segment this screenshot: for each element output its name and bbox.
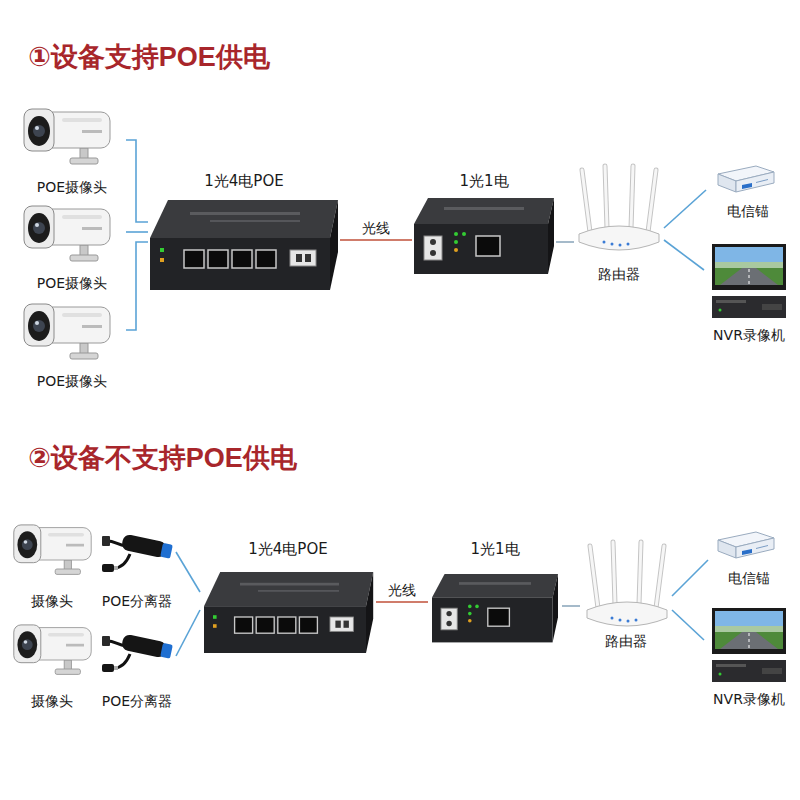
camera-picture bbox=[24, 304, 110, 359]
cable-connector bbox=[176, 552, 200, 592]
device-label: 1光1电 bbox=[470, 540, 519, 558]
cable-connector bbox=[664, 190, 706, 228]
cable-line bbox=[672, 560, 708, 596]
device-label: 路由器 bbox=[598, 266, 640, 283]
device-label: POE摄像头 bbox=[37, 373, 107, 390]
splitter-picture bbox=[102, 534, 173, 572]
device-label: 1光1电 bbox=[459, 172, 508, 190]
device-label: POE分离器 bbox=[102, 593, 172, 610]
device-node: 1光4电POE bbox=[148, 172, 340, 292]
router-picture bbox=[587, 542, 667, 626]
device-node: 摄像头 bbox=[8, 518, 96, 610]
cable-line bbox=[664, 190, 706, 228]
cable-line bbox=[176, 610, 200, 656]
cable-line bbox=[562, 605, 580, 607]
cable-line bbox=[664, 240, 704, 270]
device-node: POE摄像头 bbox=[18, 298, 126, 390]
device-label: POE摄像头 bbox=[37, 179, 107, 196]
camera-picture bbox=[14, 525, 91, 575]
device-node: 路由器 bbox=[574, 165, 664, 283]
splitter-picture bbox=[102, 634, 173, 672]
cable-connector bbox=[126, 242, 148, 330]
cable-connector bbox=[126, 232, 148, 233]
cable-label: 光线 bbox=[386, 582, 418, 599]
device-label: 电信锚 bbox=[727, 203, 769, 220]
switch-picture bbox=[204, 572, 373, 653]
cable-line bbox=[672, 610, 704, 640]
cable-connector bbox=[376, 602, 428, 603]
switch-picture bbox=[150, 200, 338, 290]
section-heading: ①设备支持POE供电 bbox=[28, 40, 270, 74]
cable-connector bbox=[126, 140, 148, 222]
cable-line bbox=[376, 601, 428, 603]
cable-line bbox=[340, 239, 412, 241]
cable-connector bbox=[562, 606, 580, 607]
device-node: 1光4电POE bbox=[200, 540, 376, 658]
router-picture bbox=[579, 166, 659, 250]
device-label: POE摄像头 bbox=[37, 275, 107, 292]
modem-picture bbox=[718, 166, 774, 192]
device-node: 1光1电 bbox=[428, 540, 562, 650]
device-node: POE摄像头 bbox=[18, 104, 126, 196]
cable-connector bbox=[672, 560, 708, 596]
section-heading: ②设备不支持POE供电 bbox=[28, 441, 297, 475]
device-node: POE分离器 bbox=[98, 622, 176, 710]
cable-line bbox=[556, 241, 574, 243]
device-label: NVR录像机 bbox=[713, 691, 785, 708]
device-label: 电信锚 bbox=[728, 570, 770, 587]
converter-picture bbox=[432, 574, 558, 642]
camera-picture bbox=[24, 206, 110, 261]
cable-connector bbox=[340, 240, 412, 241]
cable-line bbox=[176, 552, 200, 592]
device-node: POE摄像头 bbox=[18, 200, 126, 292]
nvr-picture bbox=[712, 608, 786, 682]
device-node: POE分离器 bbox=[98, 522, 176, 610]
camera-picture bbox=[14, 625, 91, 675]
device-label: POE分离器 bbox=[102, 693, 172, 710]
device-label: 摄像头 bbox=[31, 693, 73, 710]
modem-picture bbox=[718, 532, 774, 558]
cable-line bbox=[126, 242, 148, 330]
device-node: 路由器 bbox=[580, 535, 672, 650]
cable-connector bbox=[556, 242, 574, 243]
cable-label: 光线 bbox=[360, 220, 392, 237]
cable-line bbox=[126, 231, 148, 233]
camera-picture bbox=[24, 109, 110, 164]
device-node: NVR录像机 bbox=[704, 604, 794, 708]
device-label: 1光4电POE bbox=[248, 540, 327, 558]
cable-line bbox=[126, 140, 148, 222]
device-label: NVR录像机 bbox=[713, 327, 785, 344]
device-label: 摄像头 bbox=[31, 593, 73, 610]
cable-connector bbox=[664, 240, 704, 270]
device-node: NVR录像机 bbox=[704, 240, 794, 344]
device-node: 1光1电 bbox=[412, 172, 556, 278]
converter-picture bbox=[414, 198, 554, 274]
device-node: 电信锚 bbox=[706, 158, 790, 220]
device-label: 路由器 bbox=[605, 633, 647, 650]
nvr-picture bbox=[712, 244, 786, 318]
device-node: 摄像头 bbox=[8, 618, 96, 710]
cable-connector bbox=[672, 610, 704, 640]
device-label: 1光4电POE bbox=[204, 172, 283, 190]
cable-connector bbox=[176, 610, 200, 656]
device-node: 电信锚 bbox=[708, 525, 790, 587]
